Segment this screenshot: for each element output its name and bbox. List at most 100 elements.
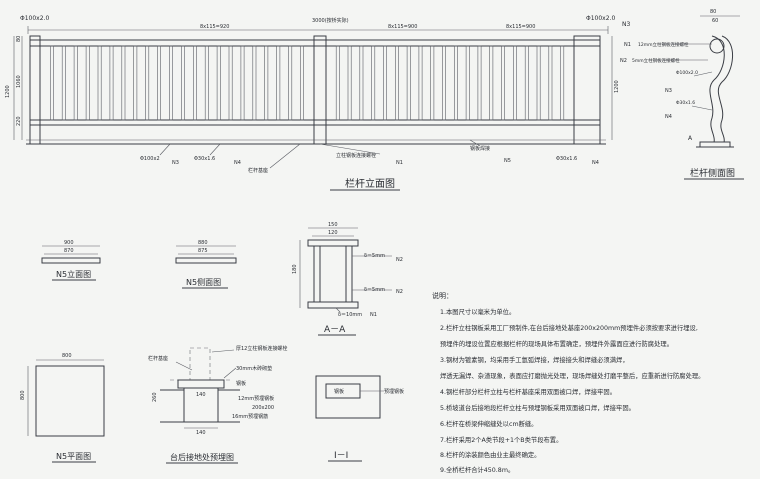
baluster — [536, 45, 541, 121]
ii-title: I－I — [334, 451, 348, 461]
n5-elev-dim-1: 900 — [64, 240, 74, 246]
side-label-n2: N2 — [620, 58, 627, 64]
n5-side-title: N5侧面图 — [186, 277, 221, 287]
n5-plan-dim-h: 800 — [20, 390, 26, 400]
dim-height: 1200 — [5, 85, 11, 98]
baluster — [513, 45, 517, 121]
side-label-12mm: 12mm立柱钢板连接螺栓 — [638, 41, 689, 48]
aa-title: A－A — [324, 325, 346, 335]
aa-delta-3: δ＝10mm — [338, 312, 362, 318]
baluster — [157, 45, 162, 121]
aa-n2-b: N2 — [396, 289, 403, 295]
baluster — [252, 45, 257, 121]
dim-v4: 1200 — [614, 80, 620, 93]
baluster — [430, 45, 435, 121]
ii-label-plate: 钢板 — [334, 388, 344, 395]
n5-elev-dim-2: 870 — [64, 248, 74, 254]
n5-plan: 800 800 N5平面图 — [20, 353, 105, 463]
baluster — [145, 45, 150, 121]
embed-label-16mm: 16mm预埋钢筋 — [232, 413, 268, 420]
plate-bolt-label: 立柱钢板连接螺栓 — [336, 152, 376, 159]
post-base-label: 栏杆基座 — [248, 167, 268, 174]
ii-label-embedded-plate: 预埋钢板 — [384, 388, 404, 395]
baluster — [109, 45, 114, 121]
aa-n1: N1 — [370, 312, 377, 318]
side-label-pipe: Φ100x2.0 — [676, 70, 698, 76]
embed-label-base: 栏杆基座 — [148, 355, 168, 362]
baluster — [418, 45, 423, 121]
baluster — [465, 45, 470, 121]
baluster — [548, 45, 553, 121]
baluster — [442, 45, 447, 121]
baluster — [73, 45, 78, 121]
label-n4: N4 — [234, 160, 241, 166]
side-label-n1: N1 — [624, 42, 631, 48]
dim-span-left: 8x115=920 — [200, 24, 229, 30]
embed-title: 台后接地处预埋图 — [170, 452, 234, 462]
embed-label-plate: 钢板 — [236, 380, 246, 387]
side-view-title: 栏杆侧面图 — [690, 167, 735, 179]
aa-dim-height: 180 — [292, 264, 298, 274]
baluster — [347, 45, 352, 121]
side-label-bar: Φ30x1.6 — [676, 100, 695, 106]
aa-n2-a: N2 — [396, 257, 403, 263]
baluster — [121, 45, 126, 121]
label-n1: N1 — [396, 160, 403, 166]
side-dim-width: 80 — [710, 9, 716, 15]
note-item: 3.钢材为镀素钢，均采用手工氩弧焊接，焊接接头和焊缝必须满焊， — [440, 355, 629, 364]
n5-side: 880 875 N5侧面图 — [175, 240, 237, 289]
base-pipe-label: Φ100x2 — [140, 156, 160, 162]
baluster — [359, 45, 364, 121]
baluster — [133, 45, 138, 121]
dim-v1: 80 — [16, 36, 22, 42]
baluster — [85, 45, 90, 121]
baluster — [228, 45, 233, 121]
baluster — [406, 45, 411, 121]
n5-plan-dim-w: 800 — [62, 353, 72, 359]
railing-side-view: 80 60 12mm立柱钢板连接螺栓 5mm立柱钢板连接螺栓 Φ100x2.0 … — [620, 9, 744, 180]
elevation-title: 栏杆立面图 — [345, 177, 395, 190]
label-n3-top: N3 — [622, 21, 630, 28]
label-n5: N5 — [504, 158, 511, 164]
top-rail-right-label: Φ100x2.0 — [586, 15, 615, 22]
baluster — [204, 45, 209, 121]
aa-dim-inner: 120 — [328, 230, 338, 236]
note-item: 5.桥坡道台后接地段栏杆立柱与预埋钢板采用双面被口焊，焊接牢固。 — [440, 403, 635, 412]
baluster — [264, 45, 269, 121]
baluster — [193, 45, 197, 121]
embed-dim-1: 200x200 — [252, 405, 274, 411]
dim-span-center: 3000(按桥实际) — [312, 17, 349, 24]
bar-size-right-label: Φ30x1.6 — [556, 156, 577, 162]
side-label-n3: N3 — [665, 88, 672, 94]
baluster — [489, 45, 494, 121]
embed-label-plate-bolt: 厚12立柱钢板连接螺栓 — [236, 345, 287, 352]
baluster — [97, 45, 102, 121]
baluster — [169, 45, 173, 121]
embed-label-12mm: 12mm预埋钢板 — [238, 395, 274, 402]
n5-elevation-title: N5立面图 — [56, 269, 91, 279]
top-rail-left-label: Φ100x2.0 — [20, 15, 49, 22]
note-item: 预埋件的埋设位置应根据栏杆的现场具体布置确定，预埋件外露面应进行防腐处理。 — [440, 339, 673, 348]
side-dim-sub: 60 — [712, 18, 718, 24]
embed-dim-3: 140 — [196, 430, 206, 436]
dim-span-mid: 8x115=900 — [388, 24, 417, 30]
note-item: 4.钢栏杆部分栏杆立柱与栏杆基座采用双面被口焊，焊接牢固。 — [440, 387, 616, 396]
note-item: 1.本图尺寸以毫米为单位。 — [440, 307, 515, 316]
n5-elevation: 900 870 N5立面图 — [41, 240, 101, 281]
baluster — [288, 45, 293, 121]
dim-v2: 1060 — [16, 75, 22, 88]
label-n4-right: N4 — [592, 160, 599, 166]
general-notes: 说明： 1.本图尺寸以毫米为单位。 2.栏杆立柱钢板采用工厂预制件,在台后接地处… — [432, 291, 704, 474]
n5-side-dim-1: 880 — [198, 240, 208, 246]
notes-heading: 说明： — [432, 291, 453, 300]
note-item: 焊透无漏焊、杂渣现象，表面应打磨抛光处理，现场焊缝处打磨平整后，应重新进行防腐处… — [440, 371, 704, 380]
baluster — [181, 45, 185, 121]
embed-detail: 200x200 140 140 260 厚12立柱钢板连接螺栓 30mm木砖砌垫… — [148, 345, 287, 464]
baluster — [501, 45, 506, 121]
baluster — [477, 45, 482, 121]
baluster — [453, 45, 458, 121]
section-a-a: 150 120 180 δ＝5mm N2 δ＝5mm N2 δ＝10mm N1 … — [292, 222, 403, 336]
note-item: 2.栏杆立柱钢板采用工厂预制件,在台后接地处基座200x200mm预埋件必须按要… — [440, 323, 698, 332]
n5-side-dim-2: 875 — [198, 248, 208, 254]
